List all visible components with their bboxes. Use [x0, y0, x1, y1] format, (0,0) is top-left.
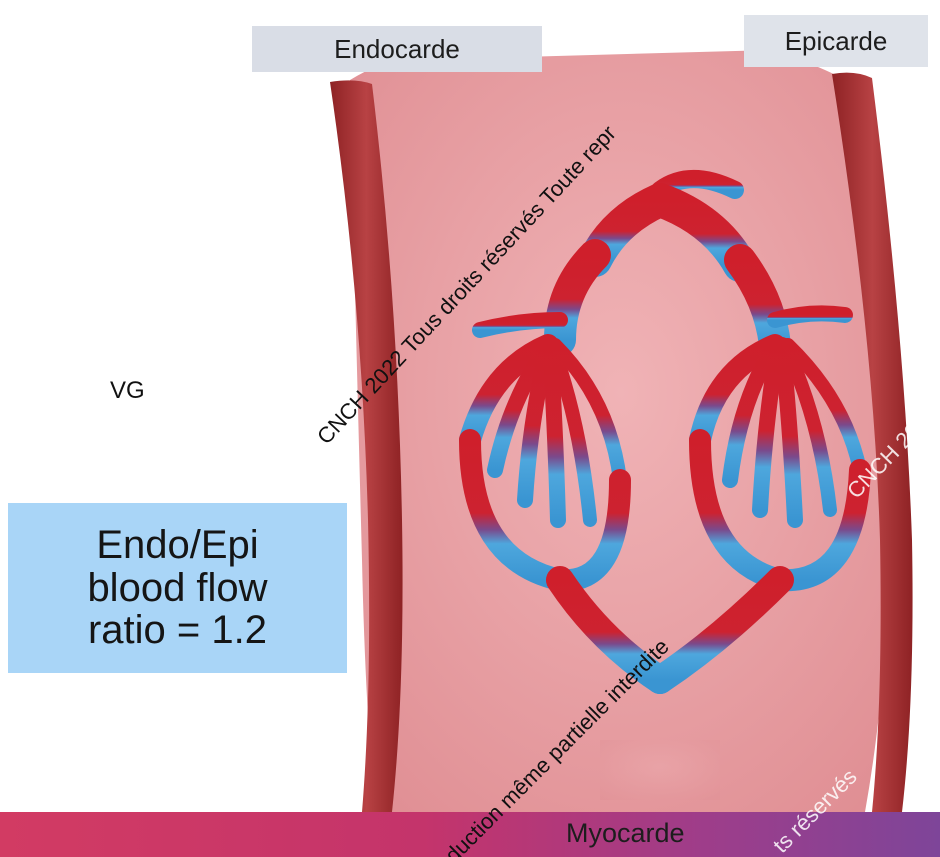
ratio-line-2: blood flow	[87, 567, 267, 609]
epicarde-label: Epicarde	[744, 15, 928, 67]
ratio-line-3: ratio = 1.2	[88, 609, 267, 651]
myocarde-label: Myocarde	[566, 818, 685, 849]
ratio-box: Endo/Epi blood flow ratio = 1.2	[8, 503, 347, 673]
vg-label: VG	[110, 377, 145, 405]
ratio-line-1: Endo/Epi	[96, 524, 258, 566]
endocarde-label: Endocarde	[252, 26, 542, 72]
